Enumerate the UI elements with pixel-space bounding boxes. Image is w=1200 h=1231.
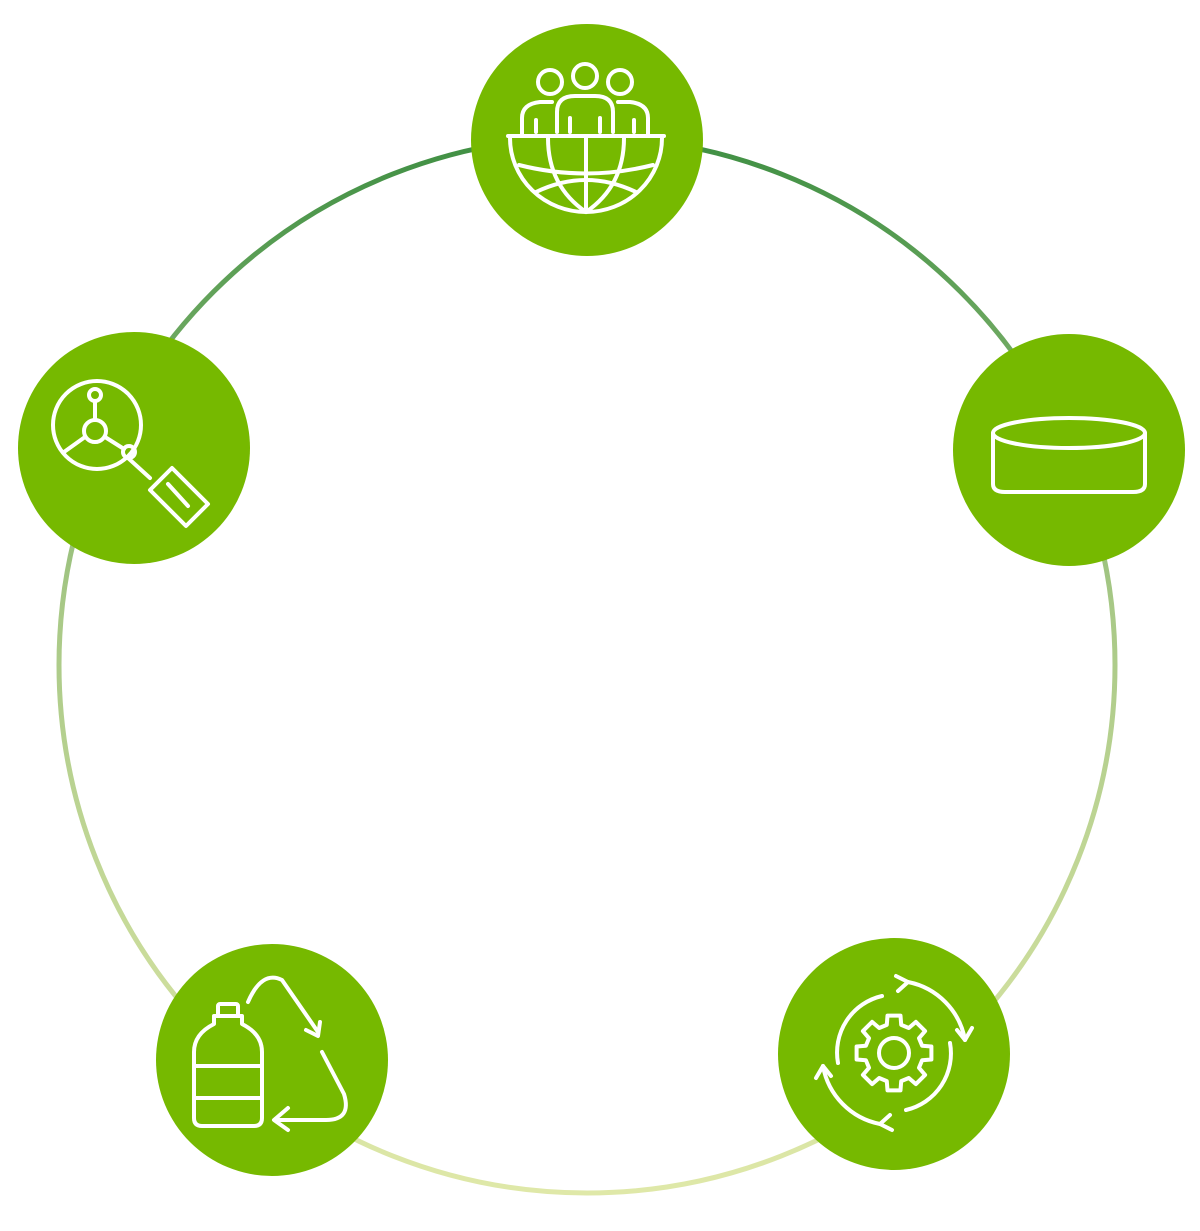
node-top[interactable]	[471, 24, 703, 256]
gear-cycle-icon	[814, 974, 974, 1132]
node-right[interactable]	[953, 334, 1185, 566]
node-left[interactable]	[18, 332, 250, 564]
node-bottom-right-circle	[778, 938, 1010, 1170]
node-bottom-left[interactable]	[156, 944, 388, 1176]
cylinder-disc-icon	[991, 416, 1147, 494]
bottle-recycle-icon	[192, 975, 348, 1132]
people-globe-icon	[506, 62, 666, 214]
molecule-magnifier-icon	[51, 379, 210, 528]
node-bottom-right[interactable]	[778, 938, 1010, 1170]
